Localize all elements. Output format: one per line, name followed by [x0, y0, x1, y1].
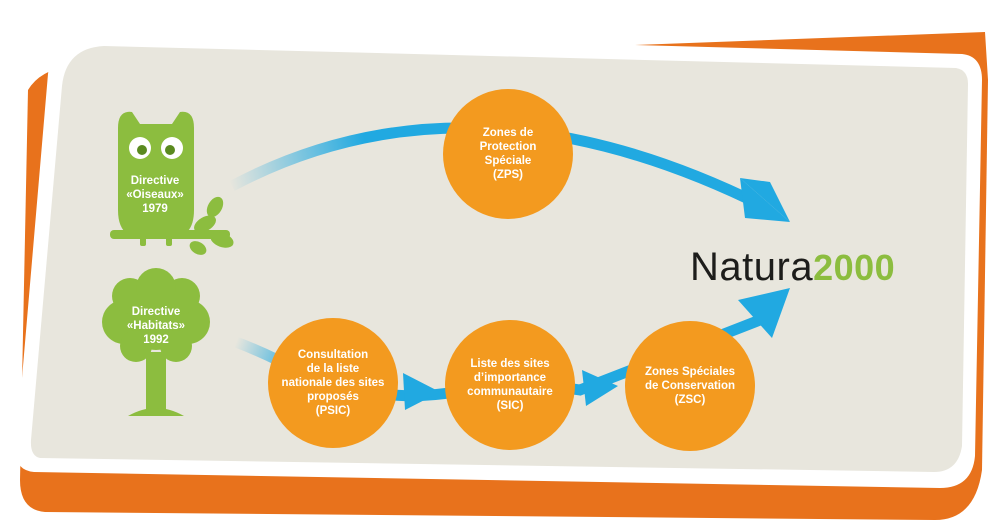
logo-year: 2000: [813, 247, 896, 288]
directive-habitats-label: Directive «Habitats» 1992: [126, 306, 186, 346]
arrowhead-psic-sic: [403, 373, 440, 410]
tree-icon: [102, 268, 210, 416]
directive-birds-label: Directive «Oiseaux» 1979: [126, 175, 184, 215]
arrowhead-zsc-natura: [738, 288, 790, 338]
node-sic-circle: [445, 320, 575, 450]
node-zsc-text: Zones Spéciales de Conservation (ZSC): [644, 366, 736, 406]
natura2000-logo: Natura2000: [690, 245, 895, 290]
node-zsc-circle: [625, 321, 755, 451]
node-sic-text: Liste des sites d’importance communautai…: [467, 358, 553, 412]
arrowhead-sic-zsc: [582, 370, 618, 406]
node-zps-text: Zones de Protection Spéciale (ZPS): [479, 127, 537, 181]
arrowhead-top-2: [740, 178, 790, 222]
logo-word: Natura: [690, 245, 814, 289]
node-psic-circle: [268, 318, 398, 448]
node-zps-circle: [443, 89, 573, 219]
node-psic-text: Consultation de la liste nationale des s…: [281, 349, 385, 417]
owl-eyes: [129, 137, 183, 159]
